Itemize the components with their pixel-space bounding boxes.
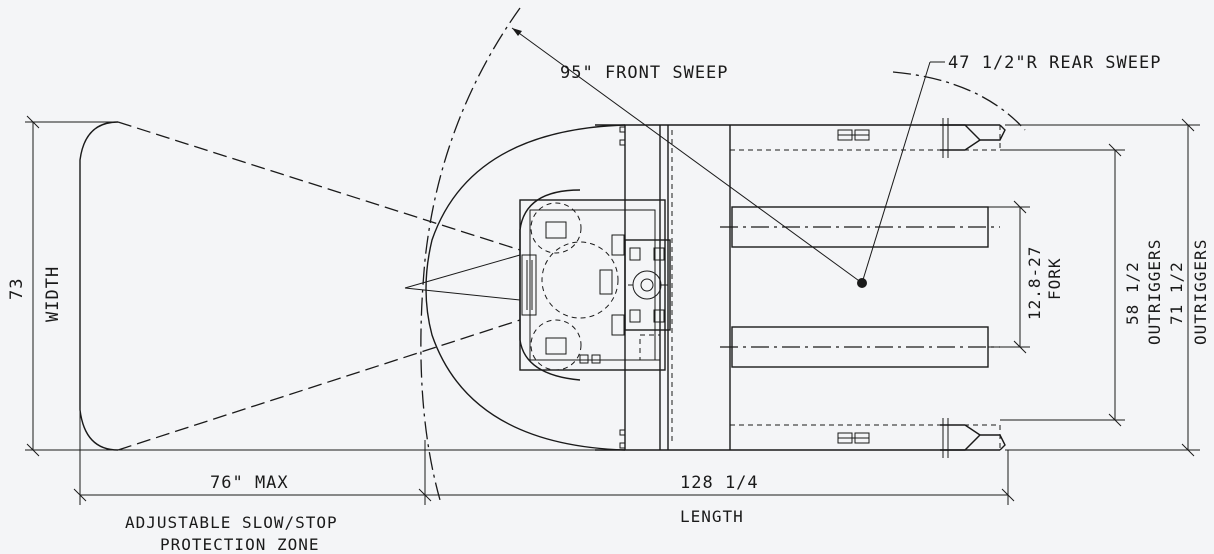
bottom-dimensions [73,410,1015,505]
truck-body [425,124,1000,451]
forks [720,206,1000,368]
zone-label-line1: ADJUSTABLE SLOW/STOP [125,513,338,532]
front-sweep [420,7,863,501]
outrigger-inner-label: OUTRIGGERS [1145,239,1164,345]
outrigger-outer-label: OUTRIGGERS [1191,239,1210,345]
outriggers [837,118,1006,458]
zone-label-line2: PROTECTION ZONE [160,535,320,554]
outrigger-outer-dimension [1005,118,1200,457]
fork-value: 12.8-27 [1025,246,1044,320]
outrigger-outer-value: 71 1/2 [1167,261,1186,325]
rear-sweep-label: 47 1/2"R REAR SWEEP [948,53,1161,73]
max-value: 76" MAX [210,473,289,493]
front-sweep-label: 95" FRONT SWEEP [560,63,729,83]
outrigger-inner-value: 58 1/2 [1123,261,1142,325]
pivot-point [857,278,867,288]
width-value: 73 [7,278,27,300]
outrigger-inner-dimension [1000,143,1125,427]
fork-dimension [988,200,1030,354]
protection-zone [79,121,521,451]
width-dimension [25,115,610,457]
length-label: LENGTH [680,507,744,526]
fork-label: FORK [1045,257,1064,300]
width-label: WIDTH [43,266,63,322]
length-value: 128 1/4 [680,473,759,493]
rear-sweep [857,61,1026,288]
